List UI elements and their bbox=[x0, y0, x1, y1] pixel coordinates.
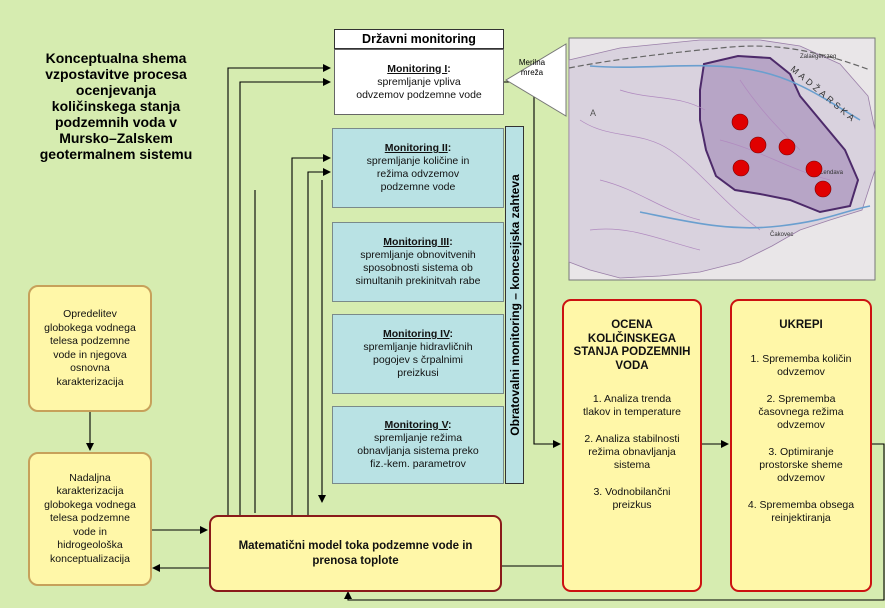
nadaljna-line: Nadaljna bbox=[69, 471, 111, 484]
ocena-item-line: 1. Analiza trenda bbox=[592, 393, 672, 405]
nadaljna-box: Nadaljna karakterizacija globokega vodne… bbox=[28, 452, 152, 586]
monitoring-3-box: Monitoring III: spremljanje obnovitvenih… bbox=[332, 222, 504, 302]
ukrepi-item: 3. Optimiranje prostorske sheme odvzemov bbox=[759, 446, 842, 485]
opredelitev-line: osnovna bbox=[70, 362, 110, 374]
ocena-title-line: OCENA bbox=[611, 319, 653, 331]
ukrepi-item-line: odvzemov bbox=[777, 471, 825, 484]
monitoring-text: simultanih prekinitvah rabe bbox=[355, 275, 481, 287]
model-box: Matematični model toka podzemne vode in … bbox=[209, 515, 502, 592]
ukrepi-item-line: 3. Optimiranje bbox=[768, 445, 834, 458]
monitoring-text: pogojev s črpalnimi bbox=[373, 354, 463, 366]
merilna-line: mreža bbox=[520, 68, 544, 77]
title-line: vzpostavitve procesa bbox=[45, 66, 187, 82]
nadaljna-line: hidrogeološka bbox=[57, 539, 123, 552]
ukrepi-item-line: 2. Sprememba bbox=[766, 392, 836, 405]
ukrepi-item: 4. Sprememba obsega reinjektiranja bbox=[748, 499, 854, 525]
monitoring-1-text: odvzemov podzemne vode bbox=[356, 88, 482, 101]
arrow-to-monitoring-2 bbox=[291, 154, 331, 515]
drzavni-monitoring-header: Državni monitoring bbox=[334, 29, 504, 49]
opredelitev-line: globokega vodnega bbox=[44, 321, 136, 334]
opredelitev-line: telesa podzemne bbox=[50, 335, 130, 347]
ukrepi-item-line: prostorske sheme bbox=[759, 458, 843, 471]
ocena-item-line: tlakov in temperature bbox=[582, 406, 682, 418]
title-line: geotermalnem sistemu bbox=[39, 146, 193, 162]
ukrepi-item-line: 1. Sprememba količin bbox=[750, 352, 852, 365]
ocena-item-line: 2. Analiza stabilnosti bbox=[584, 433, 680, 445]
ukrepi-item-line: reinjektiranja bbox=[771, 511, 831, 524]
ukrepi-box: UKREPI 1. Sprememba količin odvzemov 2. … bbox=[730, 299, 872, 592]
merilna-line: Merilna bbox=[518, 58, 546, 67]
ocena-item-line: sistema bbox=[613, 459, 651, 471]
monitoring-2-box: Monitoring II: spremljanje količine in r… bbox=[332, 128, 504, 208]
monitoring-1-name: Monitoring I bbox=[387, 62, 448, 75]
monitoring-1-text: spremljanje vpliva bbox=[377, 75, 461, 88]
monitoring-text: spremljanje hidravličnih bbox=[363, 341, 473, 353]
arrow-ukrepi-feedback bbox=[344, 443, 885, 601]
nadaljna-line: konceptualizacija bbox=[50, 552, 130, 565]
title-line: Konceptualna shema bbox=[45, 50, 187, 66]
monitoring-4-box: Monitoring IV: spremljanje hidravličnih … bbox=[332, 314, 504, 394]
ukrepi-item-line: odvzemov bbox=[777, 418, 825, 431]
merilna-mreza-triangle bbox=[505, 43, 567, 117]
monitoring-text: obnavljanja sistema preko bbox=[357, 445, 479, 457]
monitoring-5-name: Monitoring V bbox=[384, 419, 449, 431]
monitoring-text: preizkusi bbox=[397, 367, 439, 379]
ocena-item-line: režima obnavljanja bbox=[588, 446, 676, 458]
monitoring-2-name: Monitoring II bbox=[384, 142, 448, 154]
ocena-item: 2. Analiza stabilnosti režima obnavljanj… bbox=[584, 433, 679, 472]
ocena-box: OCENA KOLIČINSKEGA STANJA PODZEMNIH VODA… bbox=[562, 299, 702, 592]
ocena-item-line: preizkus bbox=[612, 499, 652, 511]
opredelitev-line: Opredelitev bbox=[63, 308, 117, 320]
ukrepi-title: UKREPI bbox=[779, 319, 823, 331]
monitoring-5-box: Monitoring V: spremljanje režima obnavlj… bbox=[332, 406, 504, 484]
diagram-title: Konceptualna shema vzpostavitve procesa … bbox=[8, 50, 224, 162]
monitoring-text: režima odvzemov bbox=[376, 168, 460, 180]
opredelitev-line: karakterizacija bbox=[56, 375, 124, 388]
ocena-title: OCENA KOLIČINSKEGA STANJA PODZEMNIH VODA bbox=[574, 319, 691, 373]
monitoring-text: sposobnosti sistema ob bbox=[363, 262, 473, 274]
ocena-title-line: VODA bbox=[615, 359, 649, 372]
nadaljna-line: karakterizacija bbox=[56, 485, 124, 498]
ukrepi-item: 2. Sprememba časovnega režima odvzemov bbox=[758, 393, 843, 432]
nadaljna-line: telesa podzemne bbox=[50, 512, 130, 525]
title-line: ocenjevanja bbox=[75, 82, 157, 98]
ocena-item-line: 3. Vodnobilančni bbox=[593, 486, 671, 498]
model-line: prenosa toplote bbox=[312, 554, 399, 567]
arrow-model-to-monitoring-1 bbox=[227, 64, 331, 515]
ukrepi-item-line: odvzemov bbox=[777, 365, 825, 378]
monitoring-text: spremljanje režima bbox=[373, 432, 463, 444]
ukrepi-item-line: časovnega režima bbox=[758, 405, 844, 418]
ukrepi-item: 1. Sprememba količin odvzemov bbox=[751, 353, 852, 379]
arrow-model-to-monitoring-1b bbox=[239, 78, 331, 515]
title-line: podzemnih voda v bbox=[54, 114, 178, 130]
obratovalni-monitoring-label: Obratovalni monitoring – koncesijska zah… bbox=[507, 174, 522, 436]
merilna-mreza-label: Merilna mreža bbox=[512, 58, 552, 78]
monitoring-text: spremljanje obnovitvenih bbox=[360, 249, 476, 261]
ocena-title-line: STANJA PODZEMNIH bbox=[573, 346, 691, 358]
monitoring-text: podzemne vode bbox=[380, 181, 456, 193]
opredelitev-line: vode in njegova bbox=[53, 348, 127, 361]
arrow-to-monitoring-2b bbox=[307, 168, 331, 515]
ocena-item: 1. Analiza trenda tlakov in temperature bbox=[583, 393, 681, 419]
monitoring-text: spremljanje količine in bbox=[366, 155, 470, 167]
ocena-title-line: KOLIČINSKEGA bbox=[587, 332, 677, 345]
monitoring-3-name: Monitoring III bbox=[383, 236, 450, 248]
monitoring-1-box: Monitoring I: spremljanje vpliva odvzemo… bbox=[334, 49, 504, 115]
nadaljna-line: vode in bbox=[73, 525, 107, 538]
obratovalni-monitoring-bar: Obratovalni monitoring – koncesijska zah… bbox=[505, 126, 524, 484]
monitoring-text: fiz.-kem. parametrov bbox=[370, 458, 466, 470]
model-line: Matematični model toka podzemne vode in bbox=[238, 539, 473, 552]
ocena-item: 3. Vodnobilančni preizkus bbox=[593, 486, 670, 512]
title-line: Mursko–Zalskem bbox=[59, 130, 173, 146]
ukrepi-item-line: 4. Sprememba obsega bbox=[747, 498, 855, 511]
monitoring-4-name: Monitoring IV bbox=[383, 328, 450, 340]
title-line: količinskega stanja bbox=[51, 98, 181, 114]
nadaljna-line: globokega vodnega bbox=[44, 498, 136, 511]
opredelitev-box: Opredelitev globokega vodnega telesa pod… bbox=[28, 285, 152, 412]
